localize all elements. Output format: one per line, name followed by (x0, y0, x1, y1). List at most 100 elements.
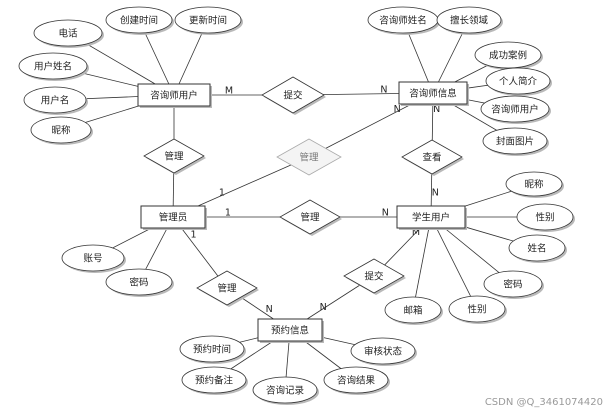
attribute-label: 电话 (58, 28, 78, 40)
attribute-ellipse (505, 171, 563, 197)
nodes-layer: 电话 创建时间 更新时间用户姓名用户名昵称 咨询师姓名擅长领域成功案例个人简介咨询师用… (18, 6, 575, 405)
attribute-label: 姓名 (527, 243, 546, 255)
cardinality-label: N (432, 188, 439, 199)
attribute-label: 用户名 (41, 95, 70, 107)
relationship-label: 管理 (217, 283, 237, 295)
attribute-label: 个人简介 (499, 76, 538, 88)
attribute-label: 创建时间 (120, 15, 158, 27)
relationship-diamond (279, 199, 341, 235)
attribute-consultant_info: 咨询师用户 (480, 95, 551, 124)
attribute-label: 预约时间 (193, 344, 231, 356)
entity-consultant_info: 咨询师信息 (398, 81, 469, 106)
entity-admin: 管理员 (140, 205, 207, 230)
attribute-ellipse (323, 366, 389, 394)
attribute-ellipse (174, 6, 242, 34)
attribute-ellipse (181, 366, 247, 394)
attribute-booking_info: 审核状态 (350, 337, 417, 366)
attribute-label: 更新时间 (189, 15, 227, 27)
attribute-ellipse (18, 52, 88, 80)
entity-label: 学生用户 (412, 212, 450, 224)
cardinality-label: 1 (191, 229, 197, 240)
attribute-label: 性别 (535, 212, 554, 224)
relationship-label: 查看 (422, 152, 441, 164)
cardinality-label: 1 (219, 188, 225, 199)
attribute-ellipse (474, 41, 542, 69)
attribute-booking_info: 咨询结果 (323, 366, 390, 395)
relationship-label: 管理 (300, 212, 320, 224)
entity-box (396, 205, 466, 229)
attribute-consultant_info: 封面图片 (482, 127, 549, 156)
relationship-diamond (261, 76, 325, 114)
attribute-label: 密码 (129, 277, 148, 289)
cardinality-label: N (394, 104, 401, 115)
entity-label: 咨询师信息 (409, 88, 457, 100)
attribute-label: 邮箱 (403, 305, 422, 317)
attribute-label: 性别 (467, 304, 486, 316)
cardinality-label: N (433, 104, 440, 115)
relationship-r_manage_mid: 管理 (279, 199, 342, 236)
relationship-label: 提交 (283, 90, 303, 102)
attribute-edge (436, 227, 478, 310)
cardinality-label: N (320, 302, 327, 313)
relationship-label: 管理 (299, 152, 319, 164)
attribute-label: 密码 (503, 279, 522, 291)
attribute-label: 账号 (83, 254, 102, 265)
cardinality-label: 1 (225, 208, 231, 219)
attribute-ellipse (384, 296, 442, 324)
relationship-r_submit_low: 提交 (343, 258, 406, 295)
relationship-diamond (276, 138, 342, 176)
attribute-edge (412, 227, 430, 311)
relationship-r_manage_low: 管理 (196, 270, 259, 307)
relationship-diamond (196, 270, 258, 306)
attribute-ellipse (508, 234, 566, 262)
attribute-ellipse (485, 67, 551, 95)
attribute-ellipse (252, 376, 318, 404)
attribute-label: 用户姓名 (34, 61, 72, 73)
attribute-ellipse (30, 116, 92, 144)
attribute-admin: 账号 (61, 244, 126, 273)
attribute-consultant_user: 创建时间 (105, 6, 174, 35)
relationship-edge (197, 156, 310, 207)
attribute-ellipse (480, 95, 550, 123)
entity-consultant_user: 咨询师用户 (137, 83, 212, 108)
attribute-ellipse (179, 335, 245, 363)
attribute-consultant_user: 电话 (33, 19, 104, 48)
attribute-consultant_user: 用户名 (23, 86, 88, 115)
attribute-student_user: 性别 (448, 295, 507, 324)
attribute-ellipse (33, 19, 103, 47)
attribute-booking_info: 咨询记录 (252, 376, 319, 405)
attribute-ellipse (448, 295, 506, 323)
relationship-diamond (143, 138, 205, 174)
attribute-student_user: 性别 (516, 203, 575, 232)
relationship-r_view: 查看 (401, 139, 464, 176)
attribute-booking_info: 预约备注 (181, 366, 248, 395)
attribute-consultant_user: 更新时间 (174, 6, 243, 35)
attribute-ellipse (516, 203, 574, 231)
attribute-consultant_info: 擅长领域 (436, 6, 503, 35)
entity-box (137, 83, 211, 107)
attribute-label: 咨询记录 (266, 385, 305, 397)
attribute-consultant_user: 用户姓名 (18, 52, 89, 81)
attribute-student_user: 昵称 (505, 171, 564, 198)
relationship-diamond (401, 139, 463, 175)
attribute-ellipse (105, 268, 173, 296)
attribute-ellipse (436, 6, 502, 34)
attribute-ellipse (482, 127, 548, 155)
attribute-student_user: 姓名 (508, 234, 567, 263)
cardinality-label: N (266, 304, 273, 315)
relationship-label: 管理 (164, 151, 184, 163)
attribute-label: 咨询师姓名 (379, 15, 427, 27)
attribute-label: 成功案例 (489, 50, 527, 62)
attribute-label: 预约备注 (195, 375, 234, 387)
attribute-label: 咨询师用户 (491, 104, 539, 116)
watermark: CSDN @Q_3461074420 (484, 397, 603, 408)
entity-label: 管理员 (159, 212, 188, 224)
entity-booking_info: 预约信息 (257, 318, 324, 343)
attribute-ellipse (350, 337, 416, 365)
attribute-label: 审核状态 (364, 346, 403, 358)
attribute-label: 昵称 (51, 125, 71, 137)
relationship-r_manage_diag: 管理 (276, 138, 342, 176)
attribute-ellipse (483, 270, 543, 298)
